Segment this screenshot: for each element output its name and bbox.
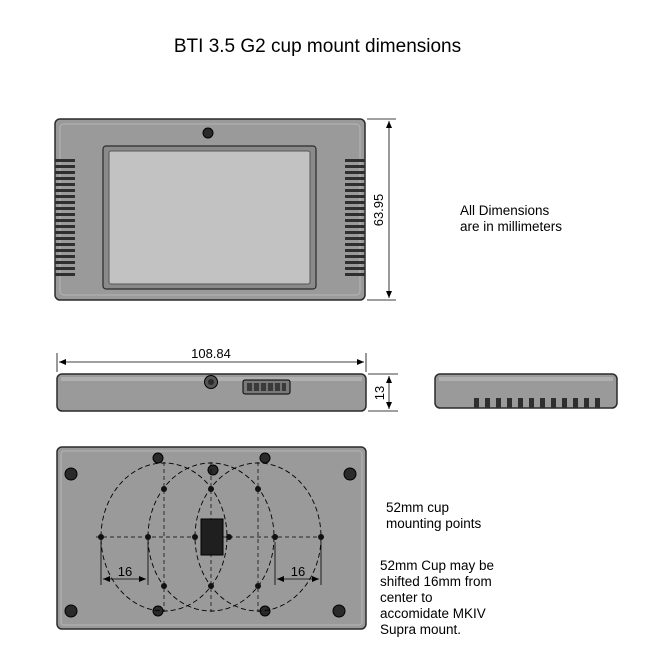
top-view bbox=[56, 373, 367, 412]
side-slot bbox=[551, 398, 556, 408]
side-slot bbox=[518, 398, 523, 408]
mounting-points bbox=[98, 486, 324, 589]
side-slot bbox=[584, 398, 589, 408]
vent-slot bbox=[55, 249, 75, 252]
vent-slot bbox=[55, 273, 75, 276]
vent-slot bbox=[55, 255, 75, 258]
vent-slot bbox=[345, 195, 365, 198]
corner-screws bbox=[64, 452, 357, 618]
side-slot bbox=[474, 398, 479, 408]
side-slot bbox=[595, 398, 600, 408]
vent-slot bbox=[345, 249, 365, 252]
vent-slot bbox=[345, 255, 365, 258]
side-housing bbox=[434, 373, 618, 409]
width-dimension: 108.84 bbox=[56, 346, 367, 372]
depth-label: 13 bbox=[372, 386, 387, 400]
vent-slot bbox=[345, 189, 365, 192]
front-view bbox=[54, 118, 366, 301]
screw-top-left bbox=[64, 467, 78, 481]
screw-bottom-right bbox=[332, 604, 346, 618]
cup-points-note: 52mm cup mounting points bbox=[386, 500, 482, 531]
vent-slot bbox=[345, 231, 365, 234]
side-slot bbox=[507, 398, 512, 408]
vent-slot bbox=[345, 225, 365, 228]
right-offset-dimension: 16 bbox=[274, 542, 322, 585]
vent-slot bbox=[345, 183, 365, 186]
vent-slot bbox=[55, 183, 75, 186]
diagram-title: BTI 3.5 G2 cup mount dimensions bbox=[173, 36, 462, 57]
left-offset-dimension: 16 bbox=[100, 542, 149, 585]
vent-slot bbox=[345, 219, 365, 222]
vent-slot bbox=[55, 177, 75, 180]
depth-dimension: 13 bbox=[368, 373, 398, 412]
back-view: 16 16 bbox=[56, 446, 367, 630]
side-slot bbox=[485, 398, 490, 408]
screw-bottom-left bbox=[64, 604, 78, 618]
vent-slot bbox=[55, 243, 75, 246]
vent-slot bbox=[345, 243, 365, 246]
vent-slot bbox=[345, 171, 365, 174]
vent-slot bbox=[55, 267, 75, 270]
vent-slot bbox=[55, 237, 75, 240]
height-dimension: 63.95 bbox=[367, 118, 396, 301]
screw-top-right bbox=[343, 467, 357, 481]
vent-slot bbox=[55, 165, 75, 168]
vent-slot bbox=[55, 195, 75, 198]
vent-slot bbox=[345, 267, 365, 270]
vent-slot bbox=[55, 213, 75, 216]
vent-slot bbox=[55, 171, 75, 174]
vent-slot bbox=[55, 189, 75, 192]
side-slot bbox=[540, 398, 545, 408]
vent-slot bbox=[55, 231, 75, 234]
vent-slot bbox=[345, 213, 365, 216]
vent-slot bbox=[55, 207, 75, 210]
vent-slot bbox=[345, 165, 365, 168]
vent-slot bbox=[345, 207, 365, 210]
width-label: 108.84 bbox=[191, 346, 231, 361]
vent-slot bbox=[345, 273, 365, 276]
screen bbox=[108, 150, 311, 285]
vent-slot bbox=[55, 225, 75, 228]
vent-slot bbox=[55, 219, 75, 222]
front-sensor-hole bbox=[202, 127, 214, 139]
vent-slot bbox=[345, 201, 365, 204]
side-slot bbox=[573, 398, 578, 408]
right-offset-label: 16 bbox=[291, 564, 305, 579]
side-slot bbox=[496, 398, 501, 408]
height-label: 63.95 bbox=[371, 194, 386, 227]
side-slot bbox=[529, 398, 534, 408]
right-vent-slots bbox=[345, 159, 365, 276]
vent-slot bbox=[55, 261, 75, 264]
cup-shift-note: 52mm Cup may be shifted 16mm from center… bbox=[380, 558, 495, 637]
vent-slot bbox=[345, 261, 365, 264]
vent-slot bbox=[55, 159, 75, 162]
vent-slot bbox=[55, 201, 75, 204]
left-offset-label: 16 bbox=[118, 564, 132, 579]
vent-slot bbox=[345, 237, 365, 240]
vent-slot bbox=[345, 177, 365, 180]
left-vent-slots bbox=[55, 159, 75, 276]
rear-connector bbox=[200, 518, 224, 556]
side-slot bbox=[562, 398, 567, 408]
side-vent-slots bbox=[474, 398, 600, 408]
side-view bbox=[434, 373, 618, 409]
units-note: All Dimensions are in millimeters bbox=[460, 203, 563, 234]
vent-slot bbox=[345, 159, 365, 162]
